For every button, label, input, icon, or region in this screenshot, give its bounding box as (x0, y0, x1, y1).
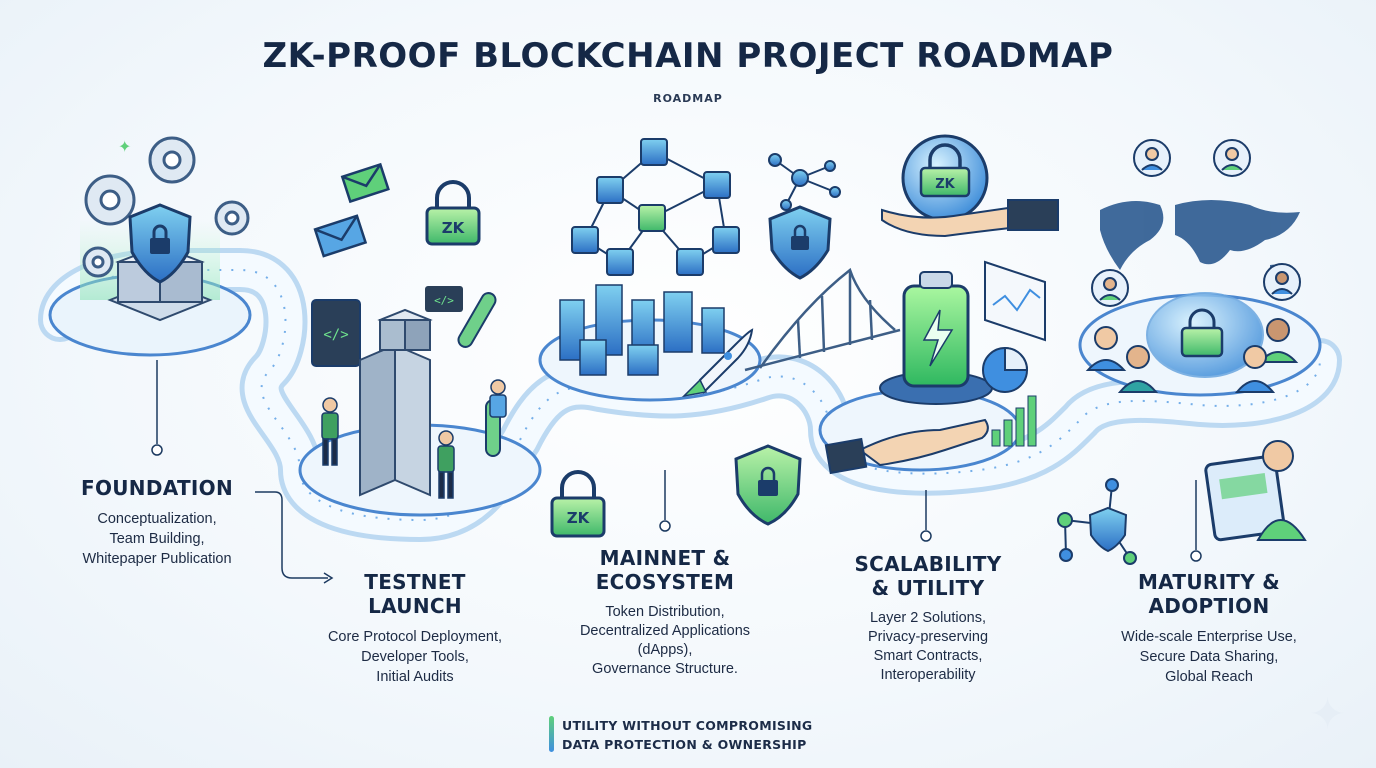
stage-line: Governance Structure. (550, 660, 780, 679)
building-icon (360, 310, 430, 495)
zk-label: ZK (935, 177, 955, 192)
stage-line: (dApps), (550, 641, 780, 660)
stage-line: Wide-scale Enterprise Use, (1094, 627, 1324, 647)
padlock-icon: ZK (552, 472, 604, 536)
stage-scalability: SCALABILITY & UTILITY Layer 2 Solutions,… (830, 552, 1026, 685)
bridge-icon (745, 270, 900, 370)
padlock-icon: ZK (427, 182, 479, 244)
stage-heading: MATURITY & ADOPTION (1094, 570, 1324, 618)
tablet-icon (1205, 441, 1305, 541)
stage-description: Wide-scale Enterprise Use, Secure Data S… (1094, 627, 1324, 687)
stage-line: Core Protocol Deployment, (300, 627, 530, 647)
sparkle-icon: ✦ (1309, 689, 1346, 740)
svg-text:</>: </> (434, 294, 454, 307)
stage-heading-line: & UTILITY (830, 576, 1026, 600)
stage-line: Secure Data Sharing, (1094, 647, 1324, 667)
stage-heading-line: LAUNCH (300, 594, 530, 618)
stage-adoption: MATURITY & ADOPTION Wide-scale Enterpris… (1094, 570, 1324, 687)
stage-line: Initial Audits (300, 667, 530, 687)
stage-heading-line: SCALABILITY (830, 552, 1026, 576)
network-node-icon (1058, 479, 1136, 564)
stage-heading: SCALABILITY & UTILITY (830, 552, 1026, 600)
stage-mainnet: MAINNET & ECOSYSTEM Token Distribution, … (550, 546, 780, 679)
stage-foundation: FOUNDATION Conceptualization, Team Build… (62, 476, 252, 569)
stage-line: Conceptualization, (62, 509, 252, 529)
envelope-icon (315, 164, 388, 256)
zk-label: ZK (567, 509, 591, 527)
sparkle-icon: ✦ (118, 139, 131, 156)
svg-text:</>: </> (323, 327, 348, 343)
blockchain-cube-icon (572, 139, 739, 275)
battery-icon (880, 272, 992, 404)
stage-line: Layer 2 Solutions, (830, 609, 1026, 628)
stage-line: Whitepaper Publication (62, 549, 252, 569)
stage-line: Team Building, (62, 529, 252, 549)
stage-testnet: TESTNET LAUNCH Core Protocol Deployment,… (300, 570, 530, 687)
stage-heading-line: ECOSYSTEM (550, 570, 780, 594)
tagline-accent-bar (549, 716, 554, 752)
zk-label: ZK (442, 219, 466, 237)
stage-description: Core Protocol Deployment, Developer Tool… (300, 627, 530, 687)
stage-heading-line: TESTNET (300, 570, 530, 594)
stage-line: Privacy-preserving (830, 628, 1026, 647)
stage-heading-line: MATURITY & (1094, 570, 1324, 594)
tagline-line: UTILITY WITHOUT COMPROMISING (562, 716, 812, 735)
stage-heading: FOUNDATION (62, 476, 252, 500)
page-subtitle: ROADMAP (0, 92, 1376, 105)
network-node-icon (769, 154, 840, 210)
stage-line: Interoperability (830, 666, 1026, 685)
stage-line: Global Reach (1094, 667, 1324, 687)
stage-description: Token Distribution, Decentralized Applic… (550, 603, 780, 679)
stage-heading-line: MAINNET & (550, 546, 780, 570)
stage-description: Layer 2 Solutions, Privacy-preserving Sm… (830, 609, 1026, 685)
stage-line: Developer Tools, (300, 647, 530, 667)
page-title: ZK-PROOF BLOCKCHAIN PROJECT ROADMAP (0, 36, 1376, 76)
stage-heading: TESTNET LAUNCH (300, 570, 530, 618)
tagline-line: DATA PROTECTION & OWNERSHIP (562, 735, 812, 754)
globe-icon: ZK (903, 136, 987, 220)
stage-line: Smart Contracts, (830, 647, 1026, 666)
stage-line: Token Distribution, (550, 603, 780, 622)
stage-heading-line: ADOPTION (1094, 594, 1324, 618)
stage-heading: MAINNET & ECOSYSTEM (550, 546, 780, 594)
stage-description: Conceptualization, Team Building, Whitep… (62, 509, 252, 569)
pie-chart-icon (983, 348, 1027, 392)
stage-line: Decentralized Applications (550, 622, 780, 641)
tagline: UTILITY WITHOUT COMPROMISING DATA PROTEC… (562, 716, 812, 754)
